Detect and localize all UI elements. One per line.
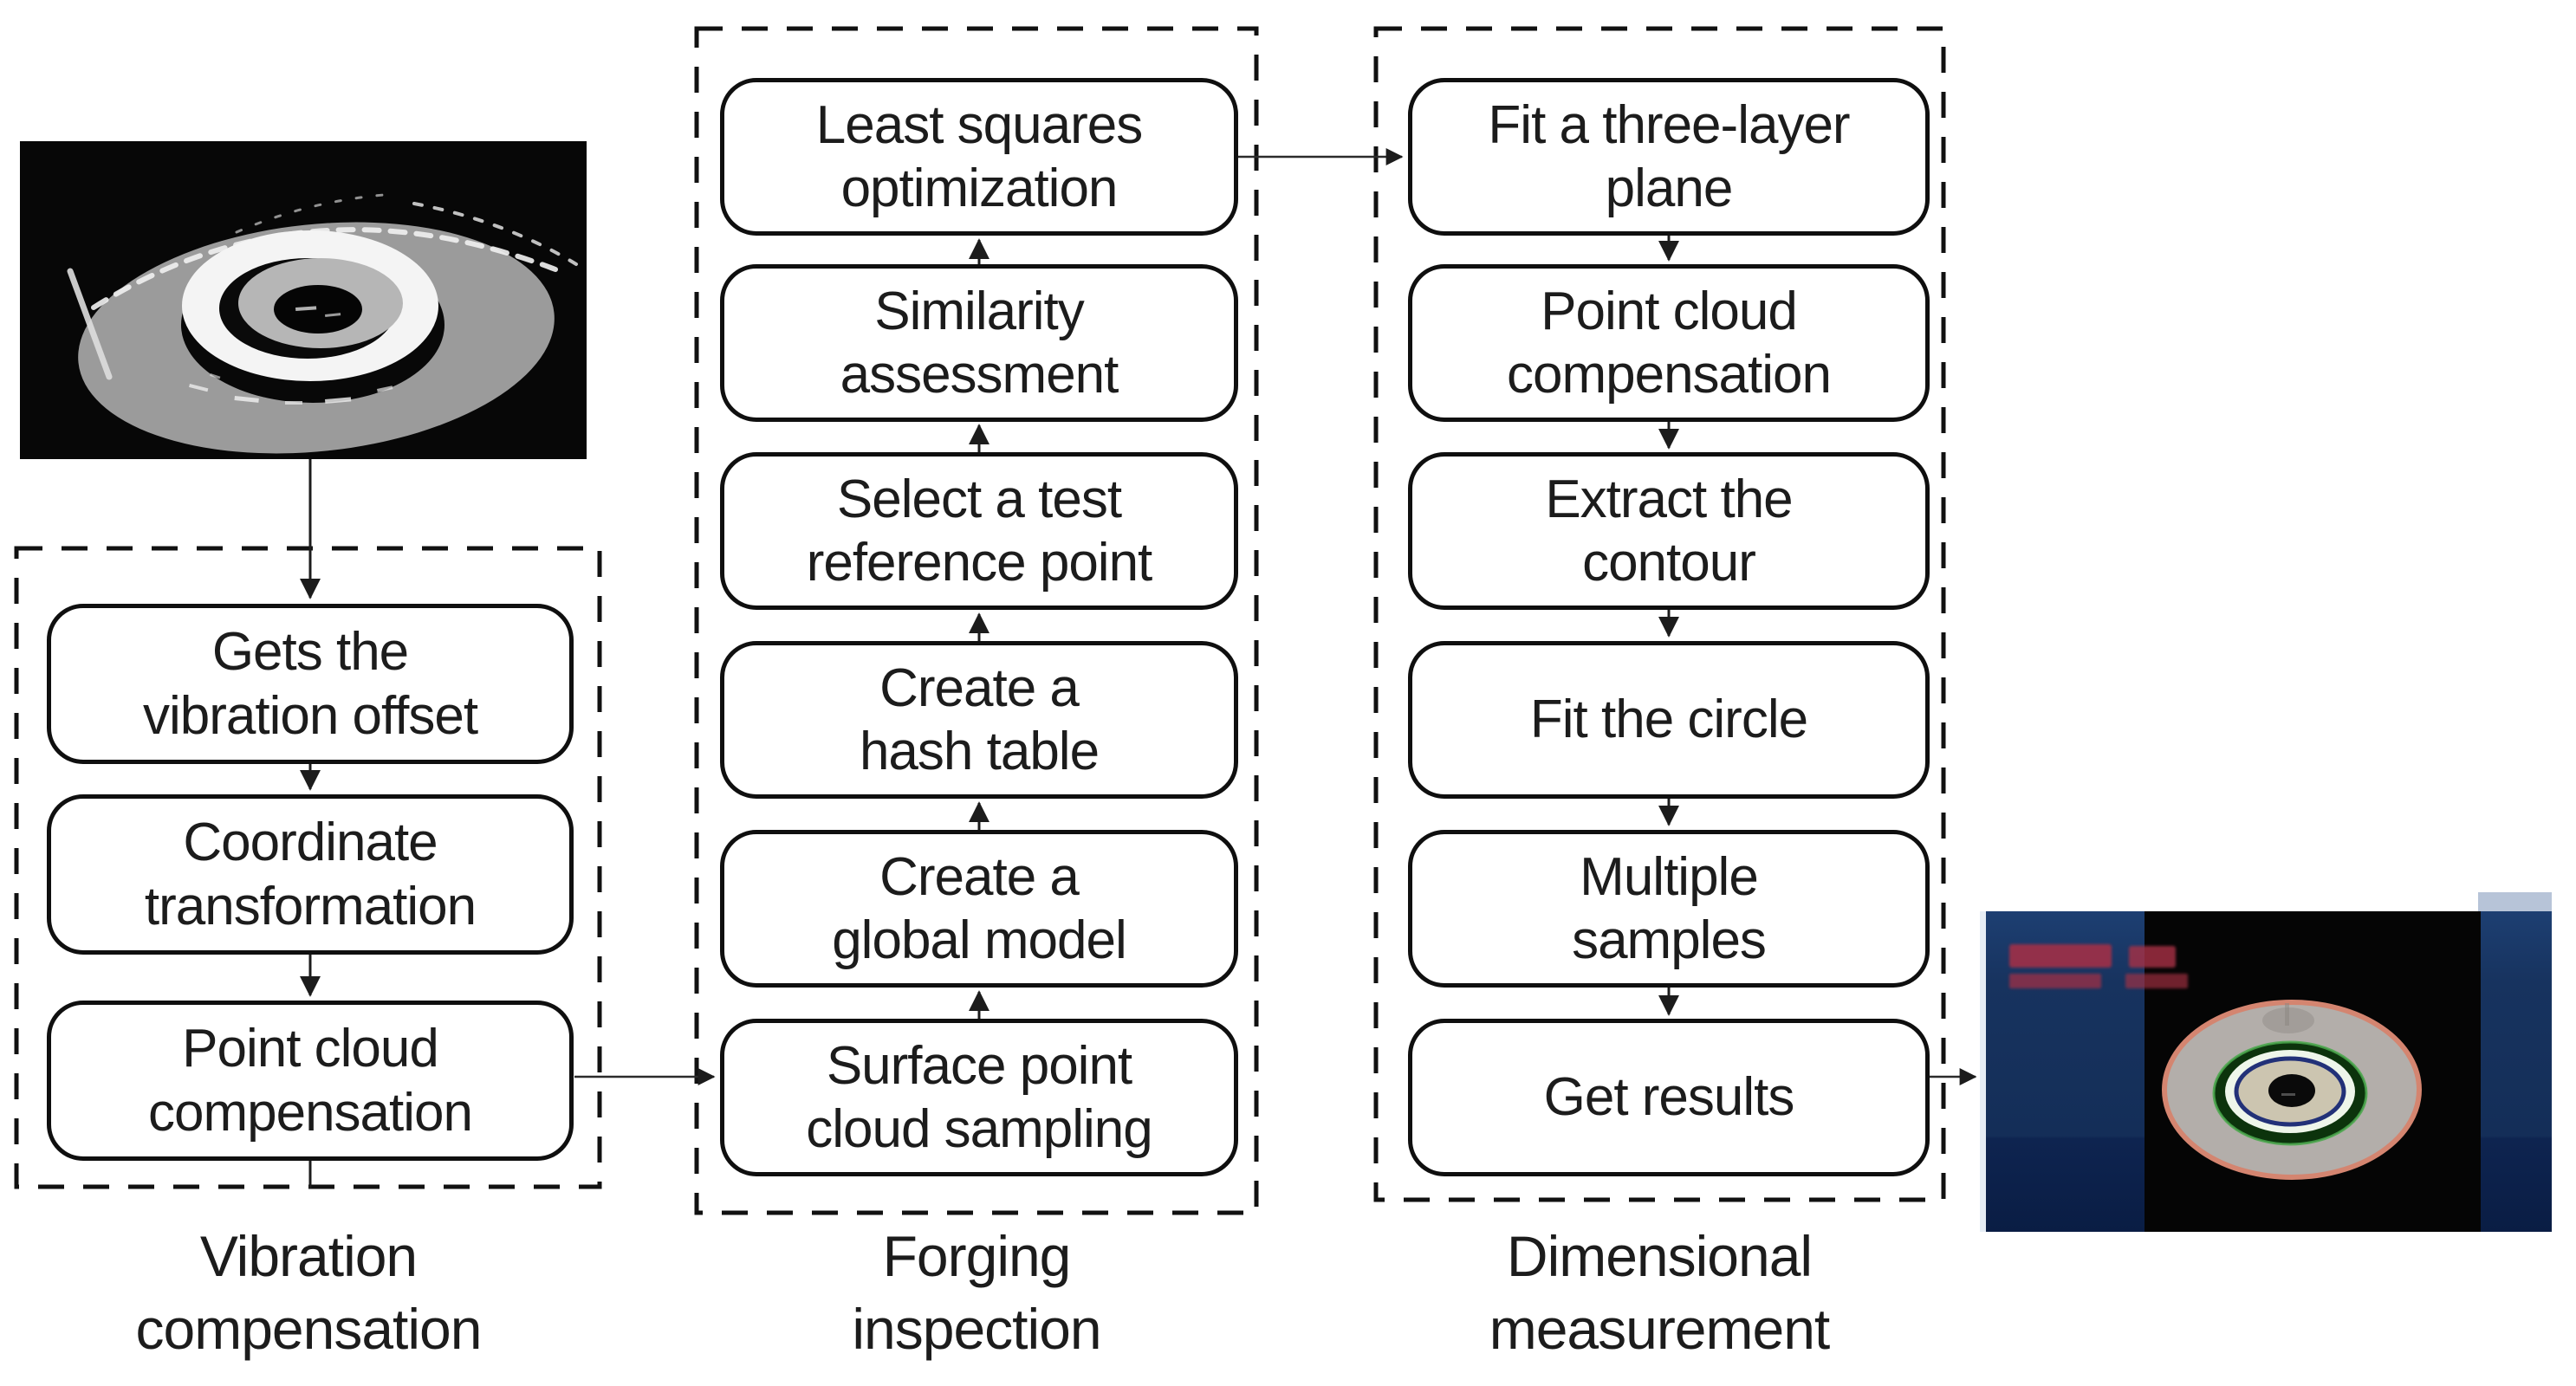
flow-box-point-cloud-compensation-right: Point cloud compensation: [1408, 264, 1930, 422]
flow-box-least-squares-optimization: Least squares optimization: [720, 78, 1238, 236]
flow-box-coordinate-transformation: Coordinate transformation: [47, 794, 574, 955]
top-light-block: [2478, 892, 2552, 911]
flow-box-point-cloud-compensation-left: Point cloud compensation: [47, 1001, 574, 1161]
flow-box-select-test-reference-point: Select a test reference point: [720, 452, 1238, 610]
flow-box-multiple-samples: Multiple samples: [1408, 830, 1930, 988]
flow-box-fit-circle: Fit the circle: [1408, 641, 1930, 799]
flow-box-fit-three-layer-plane: Fit a three-layer plane: [1408, 78, 1930, 236]
input-point-cloud-image: [20, 141, 587, 459]
group-label-dimensional-measurement: Dimensional measurement: [1489, 1224, 1831, 1362]
center-hub: [274, 285, 362, 334]
measurement-result-image: [1980, 892, 2552, 1232]
group-label-forging-inspection: Forging inspection: [852, 1224, 1101, 1362]
group-label-vibration-compensation: Vibration compensation: [135, 1224, 483, 1362]
flow-box-similarity-assessment: Similarity assessment: [720, 264, 1238, 422]
center-bore: [2268, 1074, 2315, 1107]
fitted-circles: [2212, 1040, 2368, 1146]
left-light-strip: [1980, 911, 1986, 1232]
flow-box-create-hash-table: Create a hash table: [720, 641, 1238, 799]
red-readout-text: [2009, 944, 2188, 988]
hub-speckles: [295, 306, 341, 317]
flow-box-extract-contour: Extract the contour: [1408, 452, 1930, 610]
shadow-speckles: [189, 372, 393, 405]
flow-box-get-results: Get results: [1408, 1019, 1930, 1176]
flow-box-surface-point-cloud-sampling: Surface point cloud sampling: [720, 1019, 1238, 1176]
result-right-panel: [2481, 911, 2552, 1232]
flow-box-create-global-model: Create a global model: [720, 830, 1238, 988]
flow-box-gets-vibration-offset: Gets the vibration offset: [47, 604, 574, 764]
edge-streak: [67, 268, 113, 380]
